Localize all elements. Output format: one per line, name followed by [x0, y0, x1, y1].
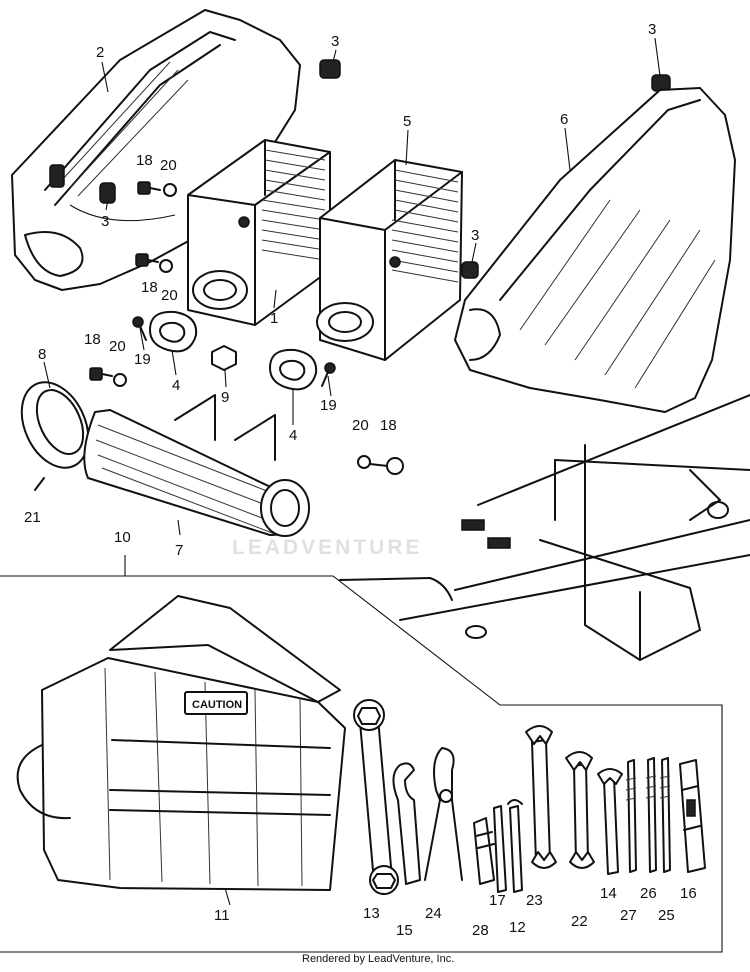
label-21: 21	[24, 509, 41, 526]
label-17: 17	[489, 892, 506, 909]
label-1: 1	[270, 310, 278, 327]
part-26-screwdriver	[645, 757, 657, 873]
label-4: 4	[289, 427, 297, 444]
label-12: 12	[509, 919, 526, 936]
part-25-screwdriver	[659, 757, 671, 873]
label-25: 25	[658, 907, 675, 924]
part-4-clamp-left	[149, 310, 198, 353]
part-8-tube-cap	[20, 381, 90, 469]
part-28-screwdriver-handle	[473, 817, 495, 885]
caution-tag-text: CAUTION	[192, 699, 242, 711]
label-9: 9	[221, 389, 229, 406]
part-18-bolt-b	[135, 253, 159, 267]
label-18: 18	[141, 279, 158, 296]
label-6: 6	[560, 111, 568, 128]
label-18: 18	[84, 331, 101, 348]
callout-labels: 2 3 3 5 6 18 20 3 3 18 20 1 18 20 8 19 4…	[24, 21, 697, 939]
label-7: 7	[175, 542, 183, 559]
label-23: 23	[526, 892, 543, 909]
label-20: 20	[160, 157, 177, 174]
part-22-open-wrench	[565, 751, 595, 869]
label-20: 20	[109, 338, 126, 355]
label-24: 24	[425, 905, 442, 922]
label-5: 5	[403, 113, 411, 130]
label-20: 20	[161, 287, 178, 304]
part-19-screw-left	[132, 316, 147, 341]
part-16-spark-plug-wrench	[679, 759, 706, 873]
label-13: 13	[363, 905, 380, 922]
part-3-grommet-mid	[461, 261, 479, 279]
part-12-small-wrench	[507, 799, 523, 893]
part-15-hook-spanner	[392, 762, 421, 885]
part-18-bolt-d	[369, 457, 404, 475]
part-18-bolt-a	[137, 181, 161, 195]
part-18-bolt-c	[89, 367, 113, 381]
label-27: 27	[620, 907, 637, 924]
part-21-pin	[34, 477, 45, 491]
label-4: 4	[172, 377, 180, 394]
label-3: 3	[331, 33, 339, 50]
part-11-tool-bag	[16, 595, 346, 891]
label-8: 8	[38, 346, 46, 363]
part-24-pliers	[424, 747, 463, 881]
part-23-open-wrench	[525, 725, 557, 869]
part-9-nut	[211, 345, 237, 371]
part-13-box-wrench	[353, 699, 399, 895]
part-20-washer-b	[159, 259, 173, 273]
leader-lines	[43, 37, 661, 906]
frame-section	[339, 394, 750, 661]
label-28: 28	[472, 922, 489, 939]
part-1-air-filter-left	[187, 139, 331, 326]
label-19: 19	[320, 397, 337, 414]
part-4-clamp-right	[269, 348, 318, 391]
label-15: 15	[396, 922, 413, 939]
part-19-screw-right	[321, 362, 336, 387]
part-5-air-filter-right	[316, 159, 463, 361]
part-27-screwdriver	[625, 759, 637, 873]
part-3-grommet-right	[651, 74, 671, 92]
label-20: 20	[352, 417, 369, 434]
part-10-group-bracket	[0, 575, 723, 953]
label-3: 3	[648, 21, 656, 38]
part-2-left-side-cover	[11, 9, 301, 291]
part-14-open-wrench	[597, 768, 623, 875]
part-20-washer-a	[163, 183, 177, 197]
part-7-tool-tube	[83, 394, 310, 537]
label-16: 16	[680, 885, 697, 902]
label-14: 14	[600, 885, 617, 902]
watermark: LEADVENTURE	[232, 536, 423, 559]
label-2: 2	[96, 44, 104, 61]
label-3: 3	[471, 227, 479, 244]
label-18: 18	[136, 152, 153, 169]
label-19: 19	[134, 351, 151, 368]
label-10: 10	[114, 529, 131, 546]
part-20-washer-d	[357, 455, 371, 469]
part-17-rod	[493, 805, 507, 893]
label-18: 18	[380, 417, 397, 434]
label-26: 26	[640, 885, 657, 902]
label-22: 22	[571, 913, 588, 930]
label-3: 3	[101, 213, 109, 230]
part-3-grommet-top	[319, 59, 341, 79]
part-6-right-side-cover	[454, 87, 736, 413]
rendered-by-credit: Rendered by LeadVenture, Inc.	[302, 953, 455, 965]
part-20-washer-c	[113, 373, 127, 387]
label-11: 11	[214, 907, 230, 924]
